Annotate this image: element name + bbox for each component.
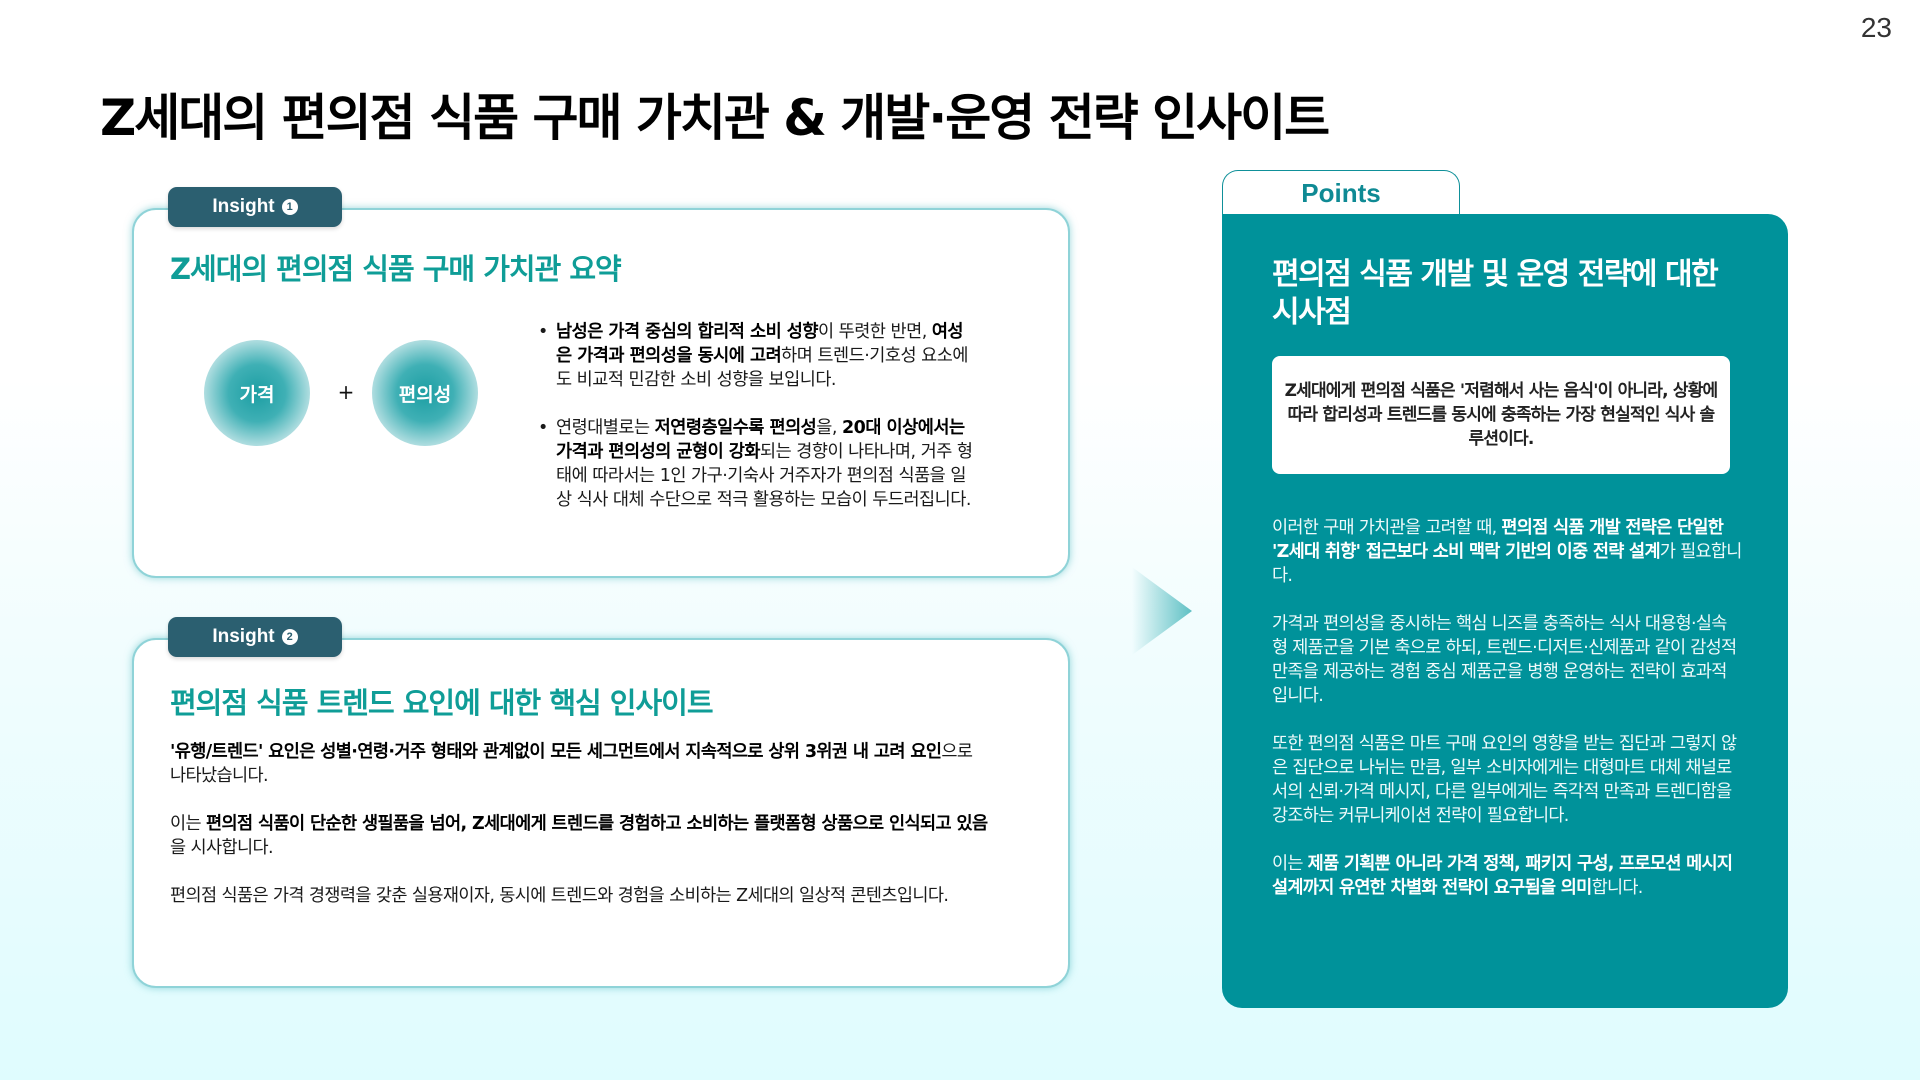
paragraph: 또한 편의점 식품은 마트 구매 요인의 영향을 받는 집단과 그렇지 않은 집…	[1272, 734, 1737, 826]
badge-label: Insight	[212, 626, 275, 647]
insight-1-badge: Insight 1	[168, 187, 342, 227]
arrow-right-icon	[1132, 567, 1192, 655]
insight-card-1: Z세대의 편의점 식품 구매 가치관 요약 가격 + 편의성 남성은 가격 중심…	[132, 208, 1070, 578]
bullet-item: 연령대별로는 저연령층일수록 편의성을, 20대 이상에서는 가격과 편의성의 …	[538, 416, 978, 512]
points-title: 편의점 식품 개발 및 운영 전략에 대한 시사점	[1272, 257, 1719, 330]
insight-2-badge: Insight 2	[168, 617, 342, 657]
price-bubble: 가격	[204, 340, 310, 446]
insight-card-2: 편의점 식품 트렌드 요인에 대한 핵심 인사이트 '유행/트렌드' 요인은 성…	[132, 638, 1070, 988]
insight-2-body: '유행/트렌드' 요인은 성별·연령·거주 형태와 관계없이 모든 세그먼트에서…	[170, 740, 990, 932]
paragraph: 이는 편의점 식품이 단순한 생필품을 넘어, Z세대에게 트렌드를 경험하고 …	[170, 814, 988, 858]
number-circle-icon: 1	[281, 199, 298, 215]
convenience-bubble: 편의성	[372, 340, 478, 446]
number-circle-icon: 2	[281, 629, 298, 645]
paragraph: '유행/트렌드' 요인은 성별·연령·거주 형태와 관계없이 모든 세그먼트에서…	[170, 742, 973, 786]
paragraph: 편의점 식품은 가격 경쟁력을 갖춘 실용재이자, 동시에 트렌드와 경험을 소…	[170, 886, 949, 906]
paragraph: 가격과 편의성을 중시하는 핵심 니즈를 충족하는 식사 대용형·실속형 제품군…	[1272, 614, 1737, 706]
points-body: 이러한 구매 가치관을 고려할 때, 편의점 식품 개발 전략은 단일한 'Z세…	[1272, 516, 1742, 924]
paragraph: 이러한 구매 가치관을 고려할 때, 편의점 식품 개발 전략은 단일한 'Z세…	[1272, 518, 1742, 586]
badge-label: Insight	[212, 196, 275, 217]
insight-2-title: 편의점 식품 트렌드 요인에 대한 핵심 인사이트	[170, 686, 713, 720]
page-title: Z세대의 편의점 식품 구매 가치관 & 개발·운영 전략 인사이트	[100, 89, 1330, 147]
plus-icon: +	[337, 380, 355, 404]
key-quote: Z세대에게 편의점 식품은 '저렴해서 사는 음식'이 아니라, 상황에 따라 …	[1272, 356, 1730, 474]
points-tab: Points	[1222, 170, 1460, 216]
page-number: 23	[1860, 12, 1892, 43]
points-panel: 편의점 식품 개발 및 운영 전략에 대한 시사점 Z세대에게 편의점 식품은 …	[1222, 214, 1788, 1008]
insight-1-title: Z세대의 편의점 식품 구매 가치관 요약	[170, 252, 622, 286]
insight-1-bullets: 남성은 가격 중심의 합리적 소비 성향이 뚜렷한 반면, 여성은 가격과 편의…	[538, 320, 978, 536]
paragraph: 이는 제품 기획뿐 아니라 가격 정책, 패키지 구성, 프로모션 메시지 설계…	[1272, 854, 1733, 898]
bullet-item: 남성은 가격 중심의 합리적 소비 성향이 뚜렷한 반면, 여성은 가격과 편의…	[538, 320, 978, 392]
value-bubbles: 가격 + 편의성	[204, 340, 504, 460]
